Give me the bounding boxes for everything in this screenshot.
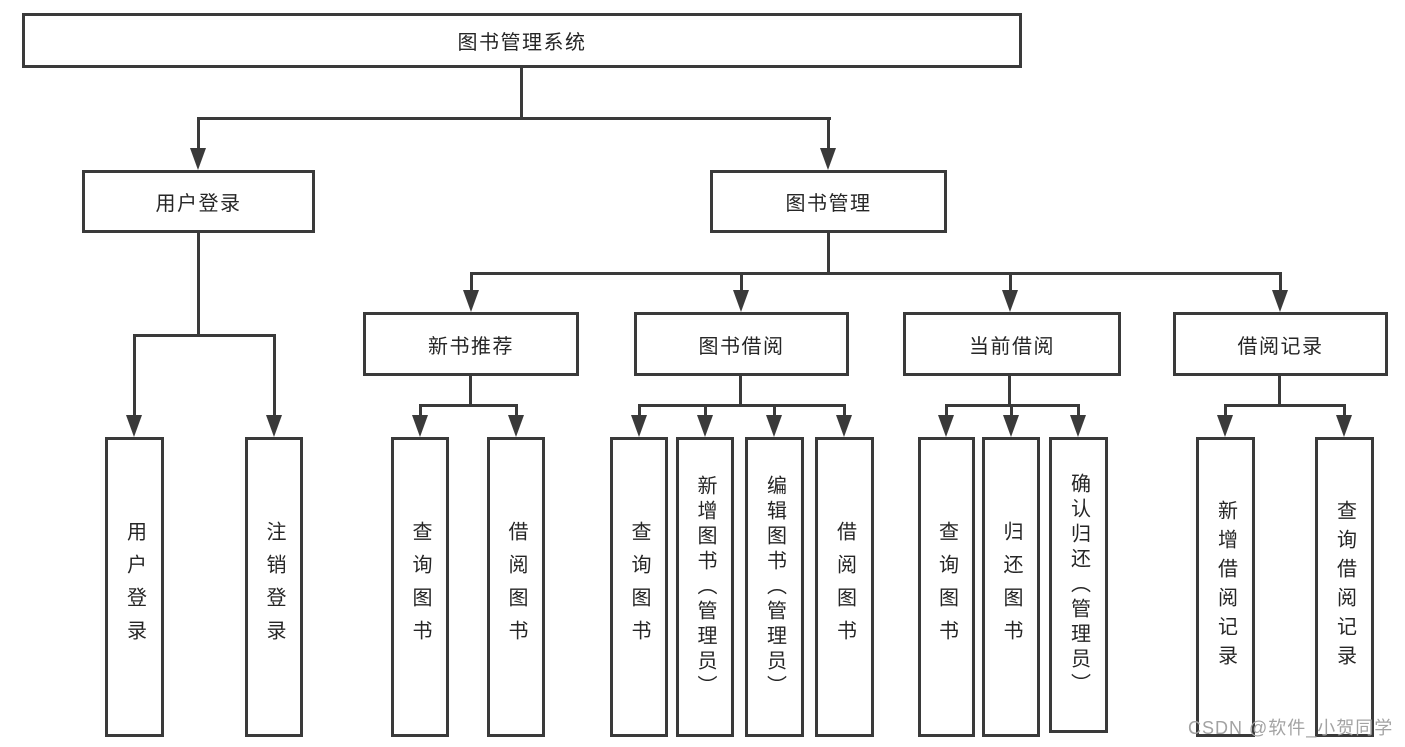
node-book-management: 图书管理 [710, 170, 947, 233]
leaf-label: 借阅图书 [505, 521, 527, 653]
connector-mgmt-stub [827, 233, 830, 274]
leaf-label: 借阅图书 [833, 521, 856, 653]
arrow-to-book-borrow [733, 273, 750, 312]
arrow-to-leaf-confirm-return [1070, 405, 1087, 437]
leaf-query-books-borrow: 查询图书 [610, 437, 668, 737]
leaf-label: 查询借阅记录 [1333, 500, 1356, 674]
arrow-to-leaf-query-books-b [631, 405, 648, 437]
leaf-label: 确认归还（管理员） [1067, 472, 1090, 698]
leaf-edit-book-admin: 编辑图书（管理员） [745, 437, 804, 737]
connector-recommend-stub [469, 376, 472, 407]
arrow-to-new-book-recommend [463, 273, 480, 312]
arrow-to-leaf-borrow-books-a [508, 405, 525, 437]
arrow-to-leaf-user-login [126, 335, 143, 437]
leaf-confirm-return-admin: 确认归还（管理员） [1049, 437, 1108, 733]
node-label: 图书管理 [785, 193, 872, 215]
leaf-logout: 注销登录 [245, 437, 303, 737]
leaf-label: 新增借阅记录 [1214, 500, 1237, 674]
node-user-login: 用户登录 [82, 170, 315, 233]
node-library-management-system: 图书管理系统 [22, 13, 1022, 68]
leaf-borrow-books-recommend: 借阅图书 [487, 437, 545, 737]
connector-records-bar [1224, 404, 1346, 407]
leaf-add-borrow-record: 新增借阅记录 [1196, 437, 1255, 737]
arrow-to-leaf-add-record [1217, 405, 1234, 437]
arrow-to-leaf-edit-book [766, 405, 783, 437]
leaf-label: 查询图书 [935, 521, 958, 653]
arrow-to-leaf-return-book [1003, 405, 1020, 437]
csdn-watermark: CSDN @软件_小贺同学 [1188, 718, 1394, 738]
connector-borrow-bar [638, 404, 846, 407]
connector-level2-bar [197, 117, 831, 120]
node-label: 借阅记录 [1237, 335, 1324, 358]
leaf-label: 新增图书（管理员） [694, 474, 716, 700]
connector-borrow-stub [739, 376, 742, 407]
connector-recommend-bar [419, 404, 518, 407]
connector-records-stub [1278, 376, 1281, 407]
connector-level3-bar [470, 272, 1282, 275]
leaf-label: 归还图书 [1000, 521, 1022, 653]
leaf-query-borrow-record: 查询借阅记录 [1315, 437, 1374, 737]
connector-current-stub [1008, 376, 1011, 407]
leaf-label: 注销登录 [263, 521, 285, 653]
arrow-to-leaf-query-record [1336, 405, 1353, 437]
leaf-query-books-recommend: 查询图书 [391, 437, 449, 737]
node-label: 图书管理系统 [457, 32, 587, 54]
leaf-query-books-current: 查询图书 [918, 437, 975, 737]
leaf-label: 用户登录 [123, 521, 146, 653]
node-label: 当前借阅 [969, 335, 1055, 358]
arrow-to-leaf-logout [266, 335, 283, 437]
leaf-user-login: 用户登录 [105, 437, 164, 737]
leaf-label: 编辑图书（管理员） [763, 474, 786, 700]
leaf-add-book-admin: 新增图书（管理员） [676, 437, 734, 737]
leaf-return-book: 归还图书 [982, 437, 1040, 737]
connector-login-stub [197, 233, 200, 335]
node-book-borrow: 图书借阅 [634, 312, 849, 376]
arrow-to-user-login [190, 118, 207, 170]
arrow-to-leaf-borrow-books-b [836, 405, 853, 437]
arrow-to-leaf-add-book [697, 405, 714, 437]
node-current-borrow: 当前借阅 [903, 312, 1121, 376]
node-label: 用户登录 [155, 193, 242, 215]
arrow-to-borrow-records [1272, 273, 1289, 312]
arrow-to-book-management [820, 118, 837, 170]
leaf-label: 查询图书 [409, 521, 431, 653]
connector-login-bar [133, 334, 276, 337]
leaf-borrow-books-borrow: 借阅图书 [815, 437, 874, 737]
arrow-to-current-borrow [1002, 273, 1019, 312]
node-new-book-recommend: 新书推荐 [363, 312, 579, 376]
leaf-label: 查询图书 [628, 521, 650, 653]
arrow-to-leaf-query-books-c [938, 405, 955, 437]
connector-root-stub [520, 68, 523, 118]
node-borrow-records: 借阅记录 [1173, 312, 1388, 376]
node-label: 新书推荐 [428, 335, 514, 358]
arrow-to-leaf-query-books-a [412, 405, 429, 437]
node-label: 图书借阅 [698, 335, 785, 358]
